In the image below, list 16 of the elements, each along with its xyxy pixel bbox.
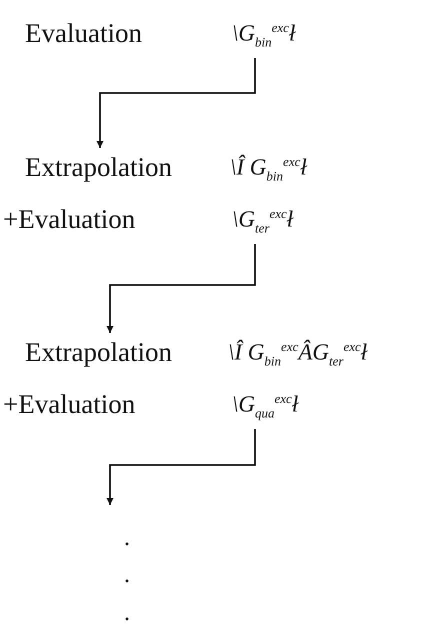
continuation-dot: .	[124, 562, 130, 589]
step-label: Extrapolation	[25, 337, 172, 368]
set-expression: \G$_{qua}$$^{exc}$ł	[232, 391, 298, 422]
set-expression: \Î G$_{bin}$$^{exc}$ÂG$_{ter}$$^{exc}$ł	[228, 339, 368, 370]
step-label: Evaluation	[25, 18, 142, 49]
set-expression: \G$_{bin}$$^{exc}$ł	[232, 20, 296, 50]
arrow	[106, 429, 256, 505]
step-label: Extrapolation	[25, 152, 172, 183]
arrow	[96, 58, 256, 148]
set-expression: \G$_{ter}$$^{exc}$ł	[232, 206, 294, 236]
continuation-dot: .	[124, 600, 130, 627]
step-label: +Evaluation	[3, 204, 136, 235]
set-expression: \Î G$_{bin}$$^{exc}$ł	[230, 154, 307, 184]
continuation-dot: .	[124, 525, 130, 552]
step-label: +Evaluation	[3, 389, 136, 420]
arrow	[106, 244, 256, 333]
